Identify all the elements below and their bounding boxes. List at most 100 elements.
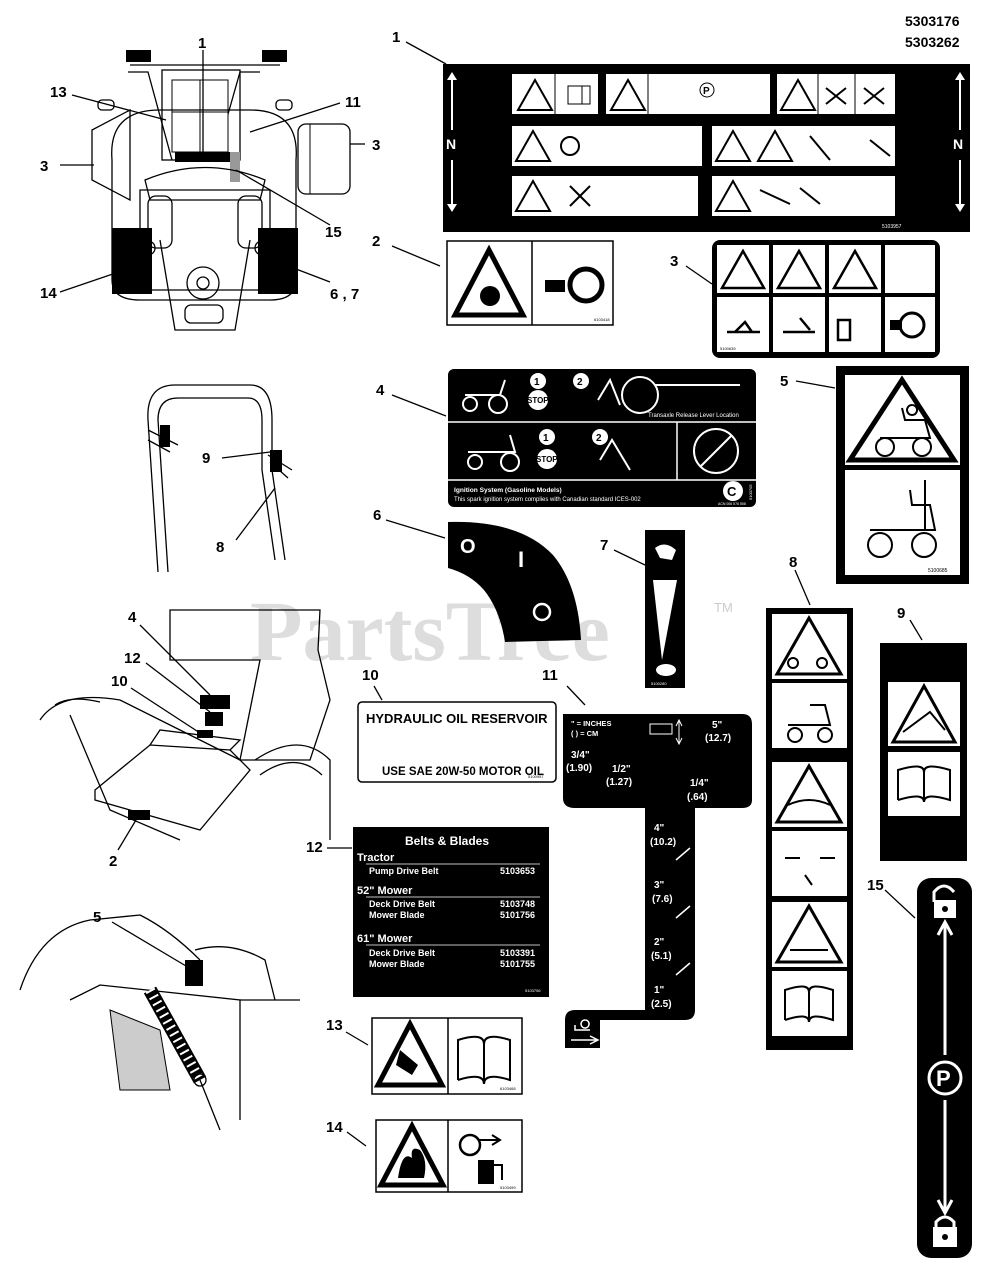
decal-4-release-caption: Transaxle Release Lever Location — [648, 413, 739, 419]
decal-1-panels — [512, 74, 895, 216]
callout-decal-3: 3 — [670, 253, 678, 270]
decal-12-mower61: 61" Mower — [357, 933, 413, 945]
decal-4-step1-a: 1 — [534, 377, 540, 388]
decal-15: P — [884, 878, 972, 1258]
decal-4-step2-b: 2 — [596, 433, 602, 444]
decal-2-code: 6103418 — [594, 317, 610, 322]
decal-4-step2-a: 2 — [577, 377, 583, 388]
decal-3: 5100639 — [685, 240, 940, 358]
decal-6-off: O — [460, 536, 476, 558]
decal-10-code: 5100957 — [528, 774, 544, 779]
callout-top-3-left: 3 — [40, 158, 48, 175]
decal-12-title: Belts & Blades — [405, 834, 489, 848]
decal-5: 5100685 — [795, 366, 969, 584]
decal-11-h2-in: 1/2" — [612, 764, 631, 775]
decal-11-h4-cm: (10.2) — [650, 837, 676, 848]
callout-handle-8: 8 — [216, 539, 224, 556]
handle-view-drawing — [147, 384, 293, 573]
decal-6: O I — [385, 519, 581, 642]
decal-9 — [880, 619, 967, 861]
decal-4-stop-2: STOP — [536, 449, 558, 469]
suspension-view-drawing — [19, 914, 300, 1131]
decal-12-deck52-no: 5103748 — [500, 899, 535, 909]
decal-12-deck61-no: 5103391 — [500, 948, 535, 958]
callout-decal-13: 13 — [326, 1017, 343, 1034]
callout-decal-10: 10 — [362, 667, 379, 684]
decal-14: 5103499 — [346, 1119, 523, 1193]
decal-3-code: 5100639 — [720, 346, 736, 351]
decal-7: 5100280 — [613, 530, 685, 688]
decal-1-warning-icons — [514, 77, 817, 212]
decal-4-code: 5100705 — [748, 484, 753, 500]
decal-2: 6103418 — [391, 240, 614, 326]
callout-decal-9: 9 — [897, 605, 905, 622]
callout-decal-2: 2 — [372, 233, 380, 250]
callout-top-6-7: 6 , 7 — [330, 286, 359, 303]
callout-seat-4: 4 — [128, 609, 137, 626]
decal-12-blade52-no: 5101756 — [500, 910, 535, 920]
part-number-1: 5303176 — [905, 13, 960, 29]
decal-11-legend-inches: " = INCHES — [571, 719, 611, 728]
decal-11-h6-in: 2" — [654, 937, 665, 948]
callout-decal-8: 8 — [789, 554, 797, 571]
callout-decal-4: 4 — [376, 382, 385, 399]
callout-decal-1: 1 — [392, 29, 400, 46]
svg-text:C: C — [727, 484, 737, 499]
decal-11-h1-cm: (1.90) — [566, 763, 592, 774]
watermark-tm: TM — [714, 600, 733, 615]
decal-12: Belts & Blades Tractor Pump Drive Belt 5… — [327, 827, 549, 997]
decal-10-title: HYDRAULIC OIL RESERVOIR — [366, 711, 548, 726]
decal-11-legend-cm: ( ) = CM — [571, 729, 598, 738]
callout-decal-6: 6 — [373, 507, 381, 524]
decal-11-h3-cm: (.64) — [687, 792, 708, 803]
svg-text:N: N — [446, 136, 456, 152]
decal-12-deck61: Deck Drive Belt — [369, 948, 435, 958]
decal-12-mower52: 52" Mower — [357, 885, 413, 897]
callout-handle-9: 9 — [202, 450, 210, 467]
callout-decal-12: 12 — [306, 839, 323, 856]
decal-8 — [766, 569, 853, 1050]
decal-11-h5-in: 3" — [654, 880, 665, 891]
decal-12-tractor: Tractor — [357, 852, 395, 864]
decal-4: STOP STOP 1 2 1 2 Transaxle Release Leve… — [391, 369, 756, 507]
decal-11-h5-cm: (7.6) — [652, 894, 673, 905]
callout-decal-15: 15 — [867, 877, 884, 894]
seat-view-drawing — [39, 609, 331, 851]
svg-text:N: N — [953, 136, 963, 152]
decal-12-pump-belt-no: 5103653 — [500, 866, 535, 876]
decal-11-h1-in: 3/4" — [571, 750, 590, 761]
decal-4-step1-b: 1 — [543, 433, 549, 444]
callout-top-1: 1 — [198, 35, 206, 52]
decal-10-text: USE SAE 20W-50 MOTOR OIL — [382, 766, 544, 778]
callout-decal-14: 14 — [326, 1119, 343, 1136]
decal-4-ignition-title: Ignition System (Gasoline Models) — [454, 487, 562, 494]
decal-5-code: 5100685 — [928, 568, 948, 574]
callout-decal-5: 5 — [780, 373, 788, 390]
decal-4-ignition-text: This spark ignition system complies with… — [454, 497, 641, 503]
decal-11-h2-cm: (1.27) — [606, 777, 632, 788]
decal-4-acn: ACN 006 576 558 — [718, 502, 746, 506]
decal-13: 6103468 — [345, 1017, 523, 1095]
decal-11-h0-in: 5" — [712, 720, 723, 731]
decal-15-park: P — [936, 1066, 951, 1091]
decal-11-h7-cm: (2.5) — [651, 999, 672, 1010]
svg-text:STOP: STOP — [536, 455, 558, 464]
decal-12-pump-belt: Pump Drive Belt — [369, 866, 439, 876]
decal-6-on: I — [518, 547, 524, 572]
decal-4-stop-1: STOP — [527, 390, 549, 410]
decal-14-code: 5103499 — [500, 1185, 516, 1190]
callout-top-14: 14 — [40, 285, 57, 302]
decal-12-blade61: Mower Blade — [369, 959, 425, 969]
decal-11-h6-cm: (5.1) — [651, 951, 672, 962]
callout-seat-2: 2 — [109, 853, 117, 870]
callout-susp-5: 5 — [93, 909, 101, 926]
decal-10: HYDRAULIC OIL RESERVOIR USE SAE 20W-50 M… — [357, 685, 557, 783]
callout-decal-11: 11 — [542, 667, 558, 684]
callout-decal-7: 7 — [600, 537, 608, 554]
decal-1: P N N 5103957 — [405, 41, 970, 232]
callout-top-15: 15 — [325, 224, 342, 241]
decal-12-blade52: Mower Blade — [369, 910, 425, 920]
decal-11-h3-in: 1/4" — [690, 778, 709, 789]
svg-text:STOP: STOP — [527, 396, 549, 405]
